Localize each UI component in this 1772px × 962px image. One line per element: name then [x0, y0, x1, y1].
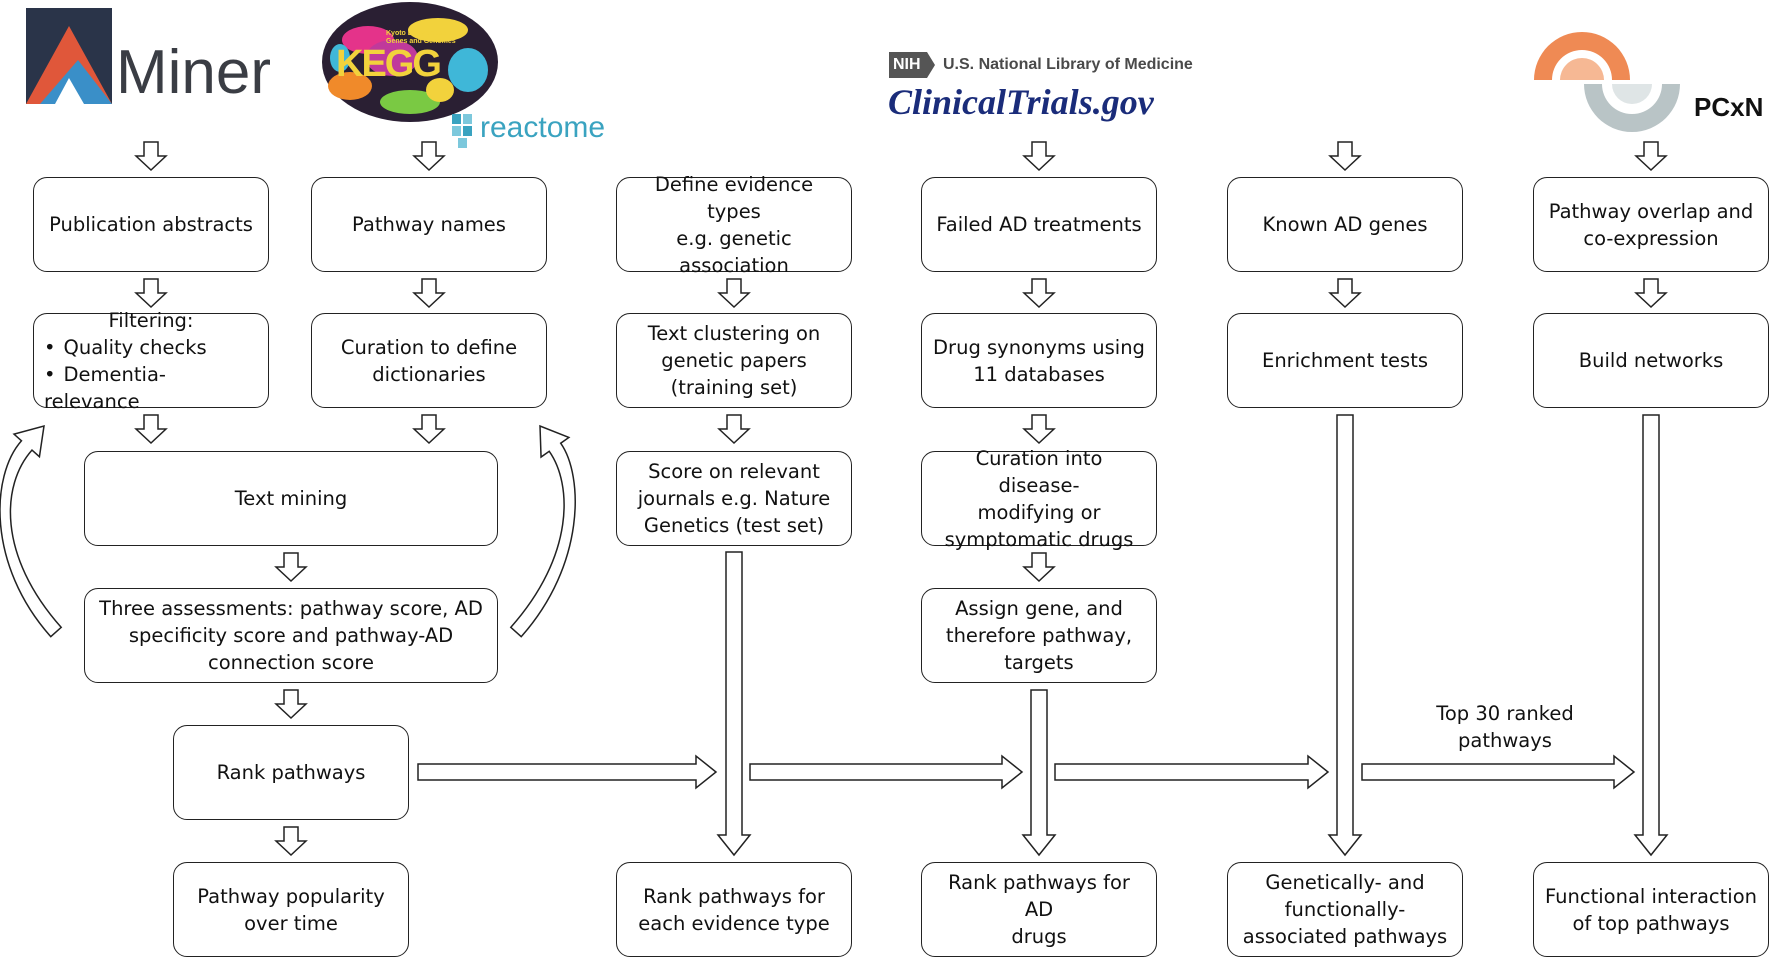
down-arrow — [1022, 414, 1056, 445]
box-pathway-popularity: Pathway popularity over time — [173, 862, 409, 957]
long-down-arrow — [1327, 414, 1363, 857]
box-curation-disease: Curation into disease- modifying or symp… — [921, 447, 1157, 551]
box-rank-evidence: Rank pathways for each evidence type — [616, 862, 852, 957]
box-pathway-names: Pathway names — [311, 177, 547, 272]
nlm-text: U.S. National Library of Medicine — [943, 56, 1193, 73]
box-known-ad-genes: Known AD genes — [1227, 177, 1463, 272]
nih-badge-icon — [889, 52, 935, 78]
long-down-arrow — [716, 551, 752, 857]
reactome-logo-text: reactome — [480, 111, 606, 144]
box-curation-dictionaries: Curation to define dictionaries — [311, 313, 547, 408]
box-drug-synonyms: Drug synonyms using 11 databases — [921, 313, 1157, 408]
box-publication-abstracts: Publication abstracts — [33, 177, 269, 272]
down-arrow — [412, 141, 446, 172]
down-arrow — [274, 689, 308, 720]
down-arrow — [274, 552, 308, 583]
down-arrow — [1022, 278, 1056, 309]
pcxn-logo-icon — [1534, 32, 1680, 132]
filtering-title: Filtering: — [108, 308, 194, 332]
box-three-assessments: Three assessments: pathway score, AD spe… — [84, 588, 498, 683]
filtering-item: Quality checks — [44, 334, 258, 361]
down-arrow — [717, 278, 751, 309]
right-arrow — [1361, 754, 1636, 790]
box-rank-pathways: Rank pathways — [173, 725, 409, 820]
down-arrow — [134, 414, 168, 445]
down-arrow — [1634, 141, 1668, 172]
kegg-logo-text: KEGG — [336, 43, 442, 85]
aminer-logo-icon — [26, 8, 112, 104]
long-down-arrow — [1633, 414, 1669, 857]
down-arrow — [1328, 278, 1362, 309]
right-arrow — [1054, 754, 1330, 790]
label-top-30-ranked: Top 30 ranked pathways — [1436, 702, 1574, 752]
box-score-journals: Score on relevant journals e.g. Nature G… — [616, 451, 852, 546]
filtering-list: Quality checks Dementia-relevance — [44, 334, 258, 415]
down-arrow — [1634, 278, 1668, 309]
feedback-arrow-right — [509, 424, 576, 638]
box-text-clustering: Text clustering on genetic papers (train… — [616, 313, 852, 408]
box-functional-interaction: Functional interaction of top pathways — [1533, 862, 1769, 957]
down-arrow — [1022, 552, 1056, 583]
box-rank-drugs: Rank pathways for AD drugs — [921, 862, 1157, 957]
box-failed-ad-treatments: Failed AD treatments — [921, 177, 1157, 272]
down-arrow — [274, 826, 308, 857]
down-arrow — [134, 141, 168, 172]
feedback-arrow-left — [0, 424, 63, 638]
down-arrow — [1022, 141, 1056, 172]
clinicaltrials-logo-text: ClinicalTrials.gov — [888, 82, 1154, 122]
right-arrow — [749, 754, 1024, 790]
pcxn-logo-text: PCxN — [1694, 92, 1764, 122]
box-pathway-overlap: Pathway overlap and co-expression — [1533, 177, 1769, 272]
filtering-item: Dementia-relevance — [44, 361, 258, 415]
kegg-logo-icon — [322, 2, 498, 122]
down-arrow — [717, 414, 751, 445]
long-down-arrow — [1021, 689, 1057, 857]
down-arrow — [134, 278, 168, 309]
right-arrow — [417, 754, 718, 790]
aminer-logo-text: Miner — [116, 38, 272, 107]
box-define-evidence-types: Define evidence types e.g. genetic assoc… — [616, 173, 852, 277]
kegg-logo-subtitle: Kyoto Encyclopedia of Genes and Genomes — [386, 30, 462, 45]
nih-badge-text: NIH — [893, 56, 921, 73]
box-genetic-functional: Genetically- and functionally- associate… — [1227, 862, 1463, 957]
box-build-networks: Build networks — [1533, 313, 1769, 408]
down-arrow — [412, 278, 446, 309]
arrows-layer — [0, 141, 1669, 857]
down-arrow — [412, 414, 446, 445]
box-filtering: Filtering: Quality checks Dementia-relev… — [33, 309, 269, 413]
box-assign-gene: Assign gene, and therefore pathway, targ… — [921, 588, 1157, 683]
down-arrow — [1328, 141, 1362, 172]
box-enrichment-tests: Enrichment tests — [1227, 313, 1463, 408]
reactome-logo-icon — [452, 114, 472, 148]
box-text-mining: Text mining — [84, 451, 498, 546]
